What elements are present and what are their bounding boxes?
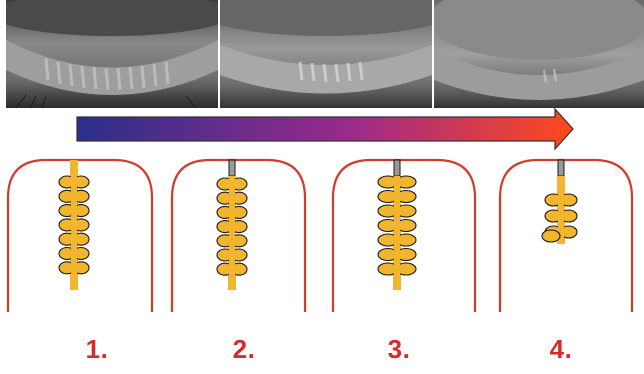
gland-stem-overlay — [394, 176, 400, 290]
stage-label-2: 2. — [204, 334, 284, 365]
gland-panel-2 — [172, 160, 305, 312]
gland-duct — [558, 160, 564, 176]
gland-panel-3 — [333, 160, 475, 312]
gland-duct — [394, 160, 400, 176]
stage-label-3: 3. — [359, 334, 439, 365]
gland-panel-1 — [8, 160, 152, 312]
gland-stem-overlay — [71, 160, 77, 290]
gland-stem-overlay — [229, 176, 235, 290]
gland-panel-4 — [500, 160, 632, 312]
stage-label-1: 1. — [57, 334, 137, 365]
progression-arrow — [77, 109, 573, 149]
stage-label-4: 4. — [521, 334, 601, 365]
gland-duct — [229, 160, 235, 176]
gland-acinus — [542, 230, 560, 242]
